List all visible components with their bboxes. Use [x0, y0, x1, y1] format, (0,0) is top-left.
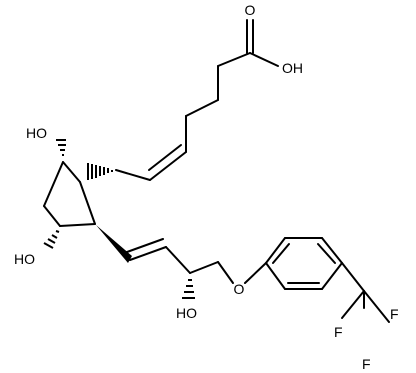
bond-ether-o-phenyl — [244, 262, 267, 284]
hashed-bond-ring-chain — [87, 163, 113, 180]
bond-c5-c6-double — [148, 144, 182, 171]
bond-ring-c8-c9 — [62, 161, 81, 183]
bond-ring-c9-c10 — [43, 161, 64, 207]
bond-c1-c2 — [217, 52, 251, 67]
hashed-bond-side-hydroxyl — [182, 279, 195, 299]
bond-ring-cf3 — [341, 262, 365, 292]
bond-c6-c7 — [115, 169, 151, 181]
atom-label-ring-hydroxyl-bottom: HO — [14, 251, 35, 267]
bond-ring-c11-c12 — [59, 223, 96, 227]
bond-c3-c4 — [185, 99, 219, 117]
bond-ring-c10-c11 — [43, 205, 61, 227]
hashed-bond-top-hydroxyl — [56, 139, 66, 156]
bond-ring-b4-b5 — [321, 262, 343, 290]
bond-side-c13-c14 — [129, 246, 167, 261]
bond-ring-b3-b4 — [321, 237, 343, 264]
atom-label-side-hydroxyl: HO — [176, 305, 197, 321]
bond-ring-b6-b1 — [265, 262, 286, 290]
bond-acid-oh — [249, 52, 279, 67]
atom-label-carbonyl-oxygen: O — [245, 2, 256, 18]
bond-side-c16-o — [217, 261, 234, 284]
bond-ring-c12-c8 — [79, 181, 96, 225]
bond-cf3-f-left — [363, 290, 390, 323]
atom-label-acid-hydroxyl: OH — [282, 60, 303, 76]
bond-side-c15-c16 — [189, 261, 219, 274]
bond-side-c14-c15 — [165, 246, 191, 274]
bond-cf3-f-bottom — [341, 290, 365, 319]
atom-label-fluorine-bottom: F — [362, 356, 371, 372]
atom-label-fluorine-top: F — [390, 306, 399, 322]
bond-ring-inner-1 — [272, 243, 290, 264]
wedge-bond-side-chain — [96, 225, 132, 263]
atom-label-ether-oxygen: O — [234, 281, 245, 297]
bond-ring-inner-2 — [317, 243, 336, 264]
bond-side-c13-c14-double — [126, 238, 164, 253]
atom-label-fluorine-left: F — [334, 324, 343, 340]
hashed-bond-bottom-hydroxyl — [43, 230, 60, 249]
bond-ring-b1-b2 — [265, 237, 286, 264]
bond-c5-c6 — [149, 151, 187, 181]
atom-label-ring-hydroxyl-top: HO — [26, 125, 47, 141]
